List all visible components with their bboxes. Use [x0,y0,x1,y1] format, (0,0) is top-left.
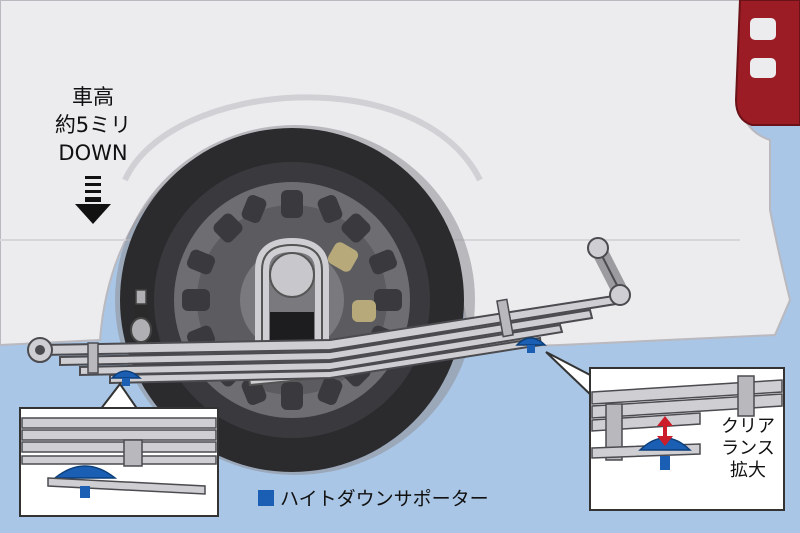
height-down-arrow-icon [75,176,111,224]
height-down-supporter-rear [515,337,547,353]
height-down-supporter-front [110,370,142,386]
rear-detail-inset: クリア ランス 拡大 [545,351,785,511]
legend-swatch [258,490,274,506]
clearance-arrow-icon [657,416,673,446]
legend-label: ハイトダウンサポーター [280,488,489,510]
spring-eye-front [27,337,53,363]
wheel-arch-trim [122,94,483,182]
spring-shackle-rear [587,237,631,306]
clearance-label-line2: ランス [721,438,775,459]
spring-clamp-front [87,342,99,374]
height-label-line3: DOWN [58,141,127,165]
front-detail-inset [19,382,219,517]
clearance-label-line3: 拡大 [730,460,766,481]
height-label-line1: 車高 [72,85,114,109]
tail-light [734,0,800,126]
legend: ハイトダウンサポーター [258,488,489,510]
spring-clamp-rear [496,298,514,338]
clearance-label-line1: クリア [721,416,775,437]
height-label-line2: 約5ミリ [55,113,131,137]
